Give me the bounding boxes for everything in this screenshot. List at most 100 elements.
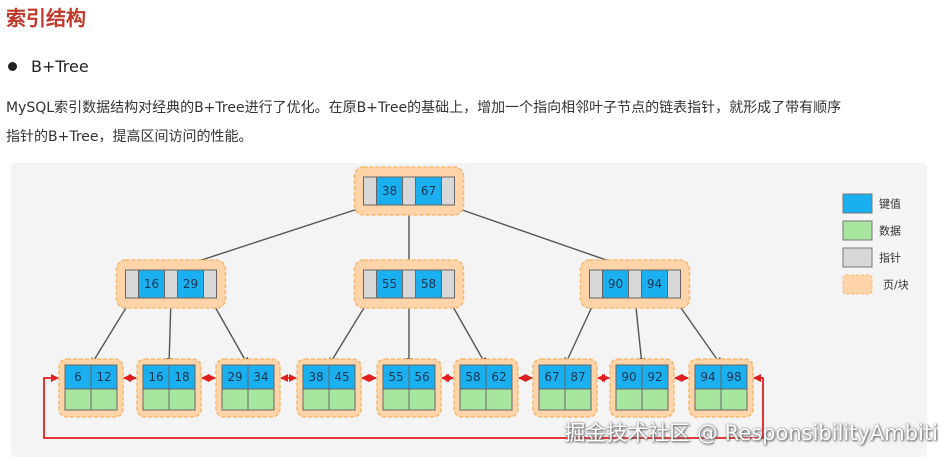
key-cell xyxy=(641,364,669,390)
pointer-cell xyxy=(125,269,139,299)
tree-edge xyxy=(447,204,636,272)
data-cell xyxy=(564,388,592,411)
key-cell xyxy=(564,364,592,390)
key-label: 62 xyxy=(491,370,506,384)
pointer-cell xyxy=(628,269,642,299)
key-cell xyxy=(247,364,275,390)
key-cell xyxy=(376,176,403,206)
data-cell xyxy=(142,388,170,411)
key-cell xyxy=(615,364,643,390)
data-cell xyxy=(641,388,669,411)
watermark: 掘金技术社区 @ ResponsibilityAmbiti xyxy=(564,421,938,445)
key-label: 29 xyxy=(227,370,242,384)
data-cell xyxy=(382,388,410,411)
key-cell xyxy=(641,269,668,299)
data-cell xyxy=(485,388,513,411)
tree-edge xyxy=(209,297,249,366)
key-cell xyxy=(415,269,442,299)
key-label: 16 xyxy=(148,370,163,384)
pointer-cell xyxy=(363,176,377,206)
leaf-node: 94 98 xyxy=(688,358,754,418)
pointer-cell xyxy=(164,269,178,299)
legend-swatch xyxy=(842,193,873,214)
key-cell xyxy=(720,364,748,390)
key-cell xyxy=(415,176,442,206)
data-cell xyxy=(302,388,330,411)
key-label: 16 xyxy=(144,277,159,291)
key-cell xyxy=(328,364,356,390)
key-cell xyxy=(177,269,204,299)
legend-label: 键值 xyxy=(879,197,901,211)
bullet-item: B+Tree xyxy=(8,57,89,76)
key-cell xyxy=(602,269,629,299)
key-label: 55 xyxy=(382,277,397,291)
tree-edge xyxy=(170,204,371,272)
key-label: 29 xyxy=(183,277,198,291)
key-label: 67 xyxy=(421,184,436,198)
tree-edge xyxy=(165,297,174,366)
key-label: 45 xyxy=(334,370,349,384)
key-label: 56 xyxy=(414,370,429,384)
key-label: 38 xyxy=(382,184,397,198)
description-line-2: 指针的B+Tree，提高区间访问的性能。 xyxy=(6,129,253,145)
legend-label: 页/块 xyxy=(883,279,909,292)
key-label: 90 xyxy=(608,277,623,291)
legend-label: 数据 xyxy=(879,224,901,238)
data-cell xyxy=(168,388,196,411)
key-cell xyxy=(90,364,118,390)
key-label: 38 xyxy=(308,370,323,384)
key-label: 94 xyxy=(647,277,662,291)
key-label: 92 xyxy=(647,370,662,384)
data-cell xyxy=(720,388,748,411)
key-label: 58 xyxy=(465,370,480,384)
data-cell xyxy=(221,388,249,411)
data-cell xyxy=(694,388,722,411)
key-label: 18 xyxy=(174,370,189,384)
legend-swatch xyxy=(842,220,873,241)
leaf-node: 55 56 xyxy=(376,358,442,418)
description-line-1: MySQL索引数据结构对经典的B+Tree进行了优化。在原B+Tree的基础上，… xyxy=(6,100,842,116)
leaf-node: 90 92 xyxy=(609,358,675,418)
tree-edge xyxy=(447,297,487,366)
tree-edge xyxy=(564,297,597,366)
key-cell xyxy=(408,364,436,390)
key-label: 6 xyxy=(74,370,82,384)
key-label: 12 xyxy=(96,370,111,384)
key-label: 90 xyxy=(621,370,636,384)
tree-edge xyxy=(673,297,722,366)
pointer-cell xyxy=(441,269,455,299)
bullet-dot-icon xyxy=(8,62,17,71)
key-cell xyxy=(376,269,403,299)
leaf-node: 38 45 xyxy=(296,358,362,418)
key-label: 55 xyxy=(388,370,403,384)
data-cell xyxy=(615,388,643,411)
data-cell xyxy=(328,388,356,411)
leaf-node: 6 12 xyxy=(58,358,124,418)
key-cell xyxy=(694,364,722,390)
pointer-cell xyxy=(203,269,217,299)
data-cell xyxy=(64,388,92,411)
internal-node: 90 94 xyxy=(579,259,691,309)
data-cell xyxy=(90,388,118,411)
tree-edge xyxy=(328,297,371,366)
key-cell xyxy=(64,364,92,390)
pointer-cell xyxy=(441,176,455,206)
key-label: 94 xyxy=(700,370,715,384)
data-cell xyxy=(408,388,436,411)
key-label: 98 xyxy=(726,370,741,384)
pointer-cell xyxy=(363,269,377,299)
data-cell xyxy=(538,388,566,411)
data-cell xyxy=(247,388,275,411)
tree-edge xyxy=(90,297,133,366)
data-cell xyxy=(459,388,487,411)
key-label: 87 xyxy=(570,370,585,384)
pointer-cell xyxy=(402,176,416,206)
pointer-cell xyxy=(402,269,416,299)
leaf-node: 58 62 xyxy=(453,358,519,418)
